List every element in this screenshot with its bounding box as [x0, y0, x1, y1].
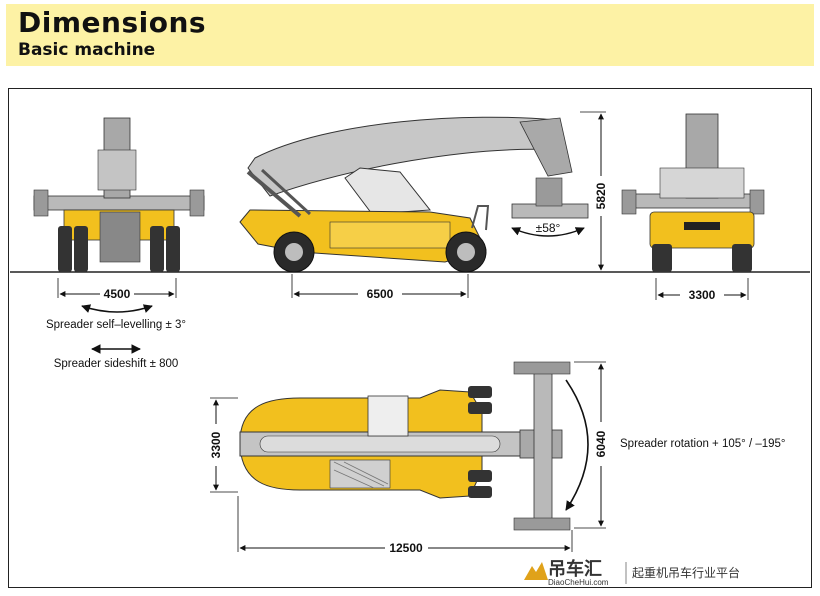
watermark-cn: 吊车汇 [548, 558, 602, 580]
top-width-label: 3300 [209, 431, 223, 458]
sideshift-note: Spreader sideshift ± 800 [54, 358, 179, 370]
top-length-label: 12500 [389, 541, 423, 555]
self-levelling-arc [81, 304, 153, 313]
front-width-label: 4500 [104, 287, 131, 301]
wheelbase-label: 6500 [367, 287, 394, 301]
page-title: Dimensions [18, 6, 207, 39]
tilt-angle-label: ±58° [536, 221, 561, 235]
dim-top-length [237, 496, 573, 552]
front-view [33, 117, 205, 272]
dim-top-width [210, 397, 238, 493]
side-view [239, 116, 589, 273]
rear-view [621, 113, 765, 272]
page-subtitle: Basic machine [18, 40, 156, 60]
height-label: 5820 [594, 182, 608, 209]
watermark-tagline: 起重机吊车行业平台 [632, 565, 740, 580]
header-banner: Dimensions Basic machine [6, 4, 814, 66]
crane-logo-icon [524, 562, 548, 580]
watermark-url: DiaoCheHui.com [548, 578, 609, 587]
dim-height [580, 111, 606, 271]
spreader-length-label: 6040 [594, 430, 608, 457]
dim-rear-width [655, 278, 749, 300]
watermark: 吊车汇 DiaoCheHui.com 起重机吊车行业平台 [524, 558, 740, 587]
rear-width-label: 3300 [689, 288, 716, 302]
dim-front-width [57, 278, 177, 298]
rotation-note: Spreader rotation + 105° / –195° [620, 438, 786, 450]
dim-wheelbase [291, 274, 469, 298]
top-view [239, 361, 589, 531]
dim-spreader-length [574, 361, 606, 529]
self-levelling-note: Spreader self–levelling ± 3° [46, 319, 186, 331]
